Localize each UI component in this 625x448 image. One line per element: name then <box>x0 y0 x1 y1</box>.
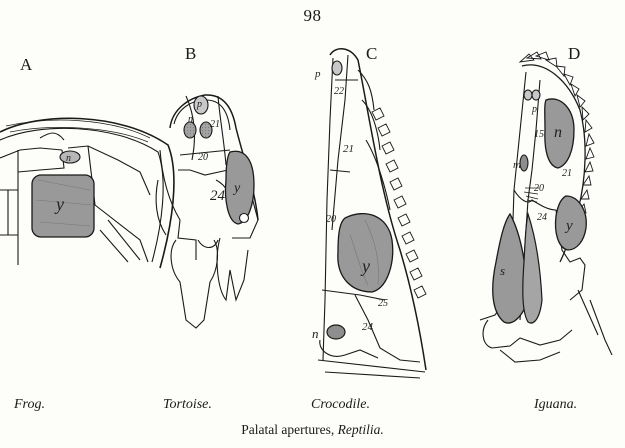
crocodile-label-21: 21 <box>343 143 354 155</box>
crocodile-aperture-y <box>338 214 393 292</box>
frog-skull-drawing <box>0 118 174 268</box>
frog-label-n: n <box>66 153 71 164</box>
iguana-skull-drawing <box>480 52 612 362</box>
species-label-crocodile: Crocodile. <box>311 397 370 413</box>
tortoise-label-21: 21 <box>210 119 220 130</box>
tortoise-label-n: n <box>188 114 193 125</box>
iguana-label-n: n <box>554 124 562 141</box>
crocodile-label-24: 24 <box>362 321 374 333</box>
tortoise-label-20: 20 <box>198 152 208 163</box>
iguana-label-24: 24 <box>537 212 547 223</box>
tortoise-label-24: 24 <box>210 188 226 204</box>
species-label-frog: Frog. <box>14 397 45 413</box>
iguana-label-y: y <box>564 218 573 234</box>
species-label-iguana: Iguana. <box>534 397 577 413</box>
figure-caption: Palatal apertures, Reptilia. <box>0 422 625 438</box>
iguana-label-s: s <box>500 263 505 278</box>
species-label-tortoise: Tortoise. <box>163 397 212 413</box>
crocodile-label-p: p <box>314 68 321 80</box>
iguana-label-21: 21 <box>562 168 572 179</box>
crocodile-label-y: y <box>360 256 370 276</box>
caption-text: Palatal apertures, <box>241 422 334 437</box>
crocodile-label-n: n <box>312 326 319 341</box>
iguana-label-p: p <box>531 104 537 115</box>
caption-italic: Reptilia. <box>338 422 384 437</box>
crocodile-label-25: 25 <box>378 298 388 309</box>
iguana-aperture-s <box>493 214 528 323</box>
iguana-label-20: 20 <box>534 183 544 194</box>
tortoise-label-y: y <box>232 181 241 196</box>
crocodile-label-20: 20 <box>326 214 336 225</box>
crocodile-label-22: 22 <box>334 86 344 97</box>
iguana-label-15: 15 <box>534 129 544 140</box>
tortoise-label-p: p <box>196 99 202 110</box>
frog-label-y: y <box>54 194 64 214</box>
iguana-label-m: m <box>513 159 521 171</box>
